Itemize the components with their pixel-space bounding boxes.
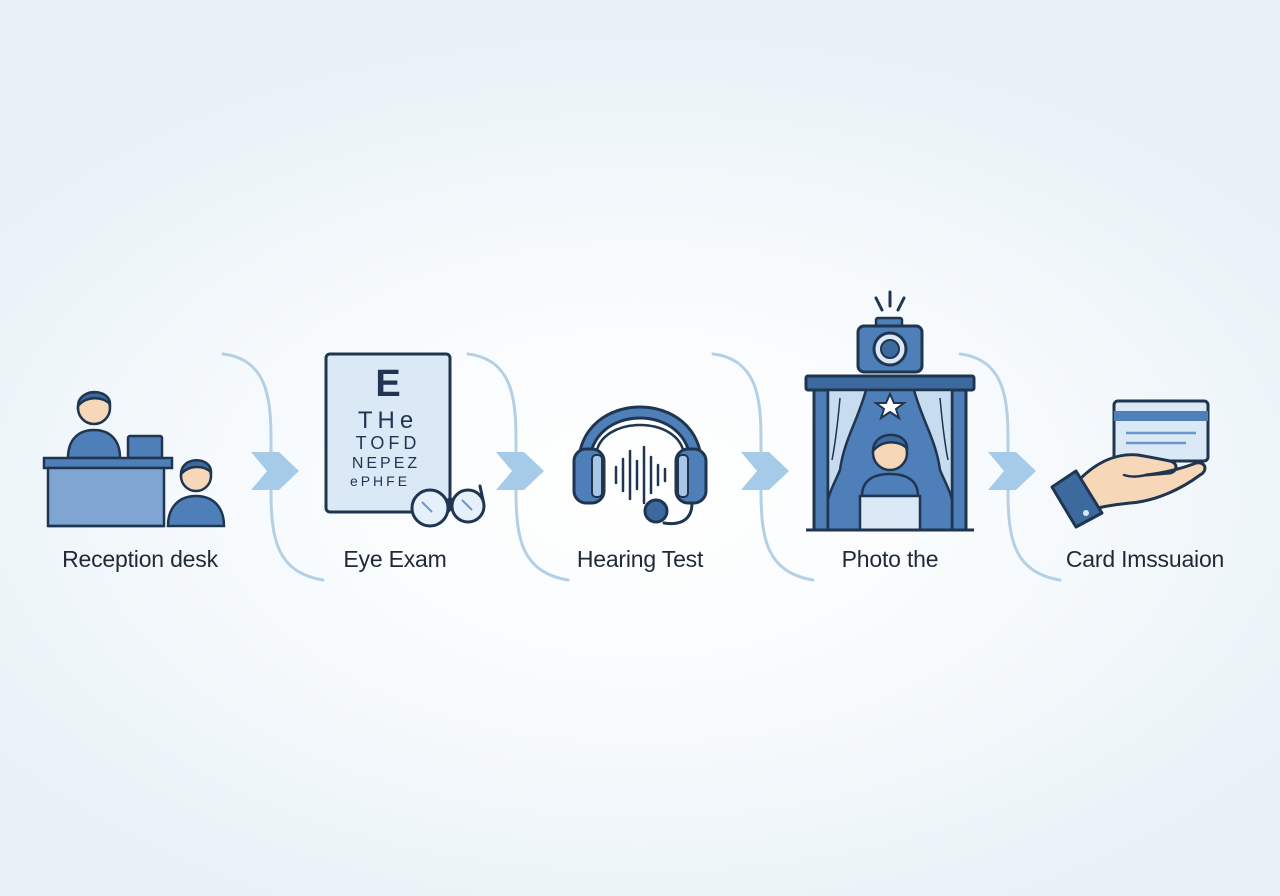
card-hand-icon [1050, 399, 1210, 529]
connector-3-4 [711, 352, 815, 582]
step-hearing [570, 385, 710, 530]
sound-wave-icon [614, 445, 667, 505]
eye-chart-line: THe [358, 407, 418, 434]
connector-2-3 [466, 352, 570, 582]
step-eye-exam: E THe TOFD NEPEZ ePHFE [322, 350, 492, 530]
eye-chart-icon: E THe TOFD NEPEZ ePHFE [324, 352, 486, 528]
step-label-photo: Photo the [841, 546, 939, 572]
step-label-reception: Reception desk [62, 546, 218, 572]
step-photo [800, 290, 980, 535]
connector-4-5 [958, 352, 1062, 582]
headphones-icon [572, 405, 708, 526]
arrow-chevron-icon [988, 452, 1036, 490]
glasses-icon [410, 484, 486, 528]
step-reception [40, 380, 230, 530]
eye-chart-line: TOFD [356, 433, 421, 453]
arrow-chevron-icon [741, 452, 789, 490]
id-card-icon [1112, 399, 1210, 463]
step-label-hearing: Hearing Test [576, 546, 704, 572]
connector-1-2 [221, 352, 325, 582]
eye-chart-line: NEPEZ [352, 455, 420, 472]
arrow-chevron-icon [251, 452, 299, 490]
hand-icon [1050, 453, 1207, 529]
step-card [1046, 395, 1216, 530]
arrow-chevron-icon [496, 452, 544, 490]
step-label-card: Card Imssuaion [1065, 546, 1225, 572]
camera-icon [856, 316, 924, 374]
eye-chart-line: ePHFE [350, 473, 410, 489]
flash-icon [874, 290, 906, 312]
photo-booth-icon [804, 290, 976, 532]
step-label-eye-exam: Eye Exam [343, 546, 447, 572]
eye-chart-line: E [375, 363, 400, 405]
reception-desk-icon [42, 390, 226, 528]
